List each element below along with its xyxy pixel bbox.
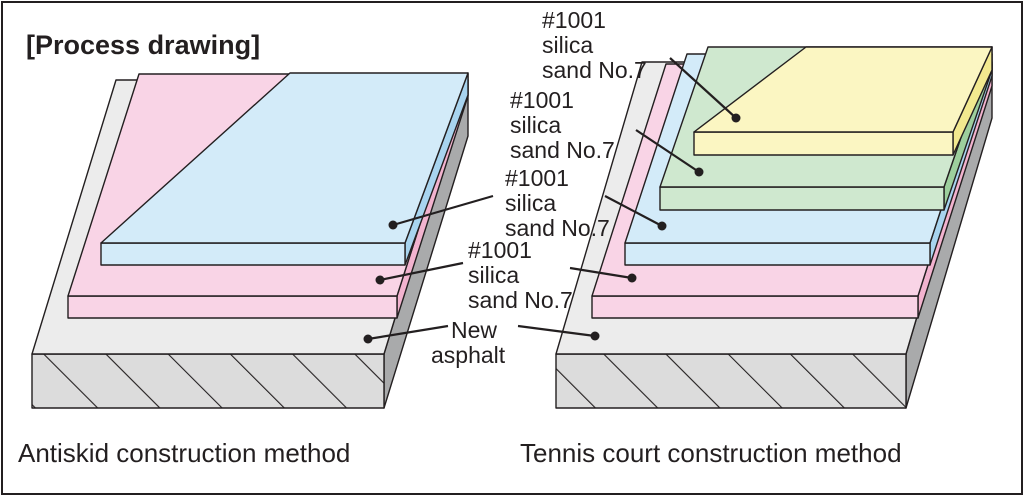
label-line-2: silica [542,32,593,58]
label-green-layer: #1001 silica sand No.7 [510,87,615,163]
antiskid-blue-layer-front [100,242,406,266]
label-line-2: silica [468,262,519,288]
antiskid-base-front [31,353,385,409]
tennis-pink-layer-front [591,295,919,319]
label-line-3: sand No.7 [510,137,615,163]
label-line-3: sand No.7 [468,287,573,313]
label-line-1: #1001 [505,165,569,191]
diagram-title: [Process drawing] [26,30,260,60]
tennis-yellow-layer-top [693,46,993,133]
label-line-3: sand No.7 [505,215,610,241]
antiskid-pink-layer-front [67,295,398,319]
tennis-base-front [555,353,907,409]
label-blue-layer: #1001 silica sand No.7 [505,165,610,241]
leader-lines [363,57,741,344]
label-pink-layer: #1001 silica sand No.7 [468,237,573,313]
label-line-1: #1001 [542,7,606,33]
antiskid-blue-layer-top [100,72,469,244]
label-line-1: #1001 [510,87,574,113]
label-yellow-layer: #1001 silica sand No.7 [542,7,647,83]
label-line-2: asphalt [431,342,506,368]
label-new-asphalt: New asphalt [431,317,506,368]
label-line-1: #1001 [468,237,532,263]
tennis-yellow-layer-front [693,131,954,156]
label-line-3: sand No.7 [542,57,647,83]
caption-tennis-court: Tennis court construction method [520,438,902,468]
antiskid-stack [31,72,469,409]
label-line-2: silica [505,190,556,216]
tennis-blue-layer-front [624,242,931,266]
tennis-green-layer-front [659,186,945,211]
label-line-1: New [451,317,497,343]
caption-antiskid: Antiskid construction method [18,438,350,468]
label-line-2: silica [510,112,561,138]
